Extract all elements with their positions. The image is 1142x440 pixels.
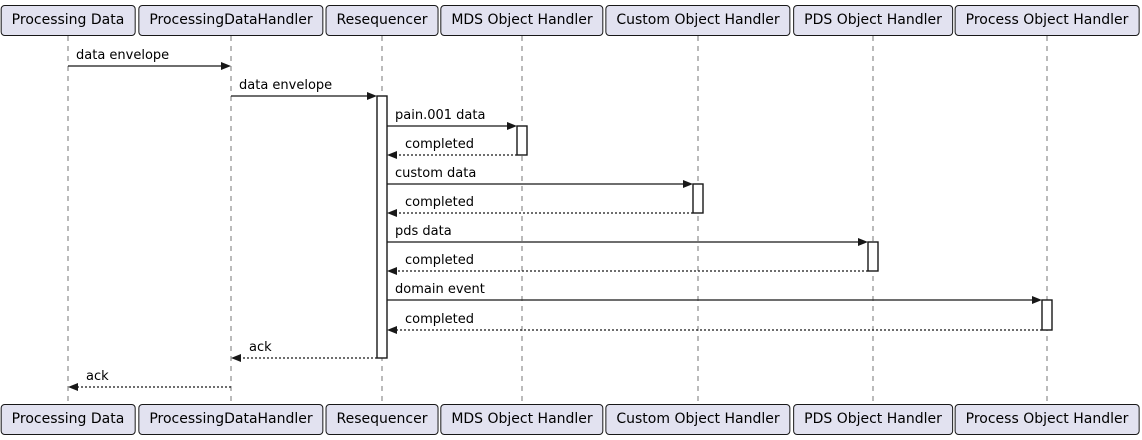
message-label: data envelope — [239, 78, 333, 93]
arrowhead-icon — [221, 62, 231, 70]
message-label: completed — [405, 137, 474, 152]
participant-top-mds-object-handler: MDS Object Handler — [440, 5, 604, 36]
participant-bottom-process-object-handler: Process Object Handler — [954, 404, 1140, 435]
message-label: pds data — [395, 224, 452, 239]
message-label: custom data — [395, 166, 477, 181]
activation-process-object-handler — [1041, 299, 1053, 331]
participant-top-resequencer: Resequencer — [325, 5, 439, 36]
message-label: ack — [86, 369, 109, 384]
participant-top-pds-object-handler: PDS Object Handler — [793, 5, 953, 36]
message-label: completed — [405, 312, 474, 327]
activation-mds-object-handler — [516, 125, 528, 156]
message-label: completed — [405, 195, 474, 210]
participant-bottom-resequencer: Resequencer — [325, 404, 439, 435]
participant-bottom-custom-object-handler: Custom Object Handler — [605, 404, 791, 435]
arrowhead-icon — [1032, 296, 1042, 304]
participant-top-processing-data-handler: ProcessingDataHandler — [138, 5, 324, 36]
arrowhead-icon — [68, 383, 78, 391]
participant-bottom-processing-data-handler: ProcessingDataHandler — [138, 404, 324, 435]
activation-pds-object-handler — [867, 241, 879, 272]
arrowhead-icon — [387, 151, 397, 159]
participant-top-processing-data: Processing Data — [0, 5, 136, 36]
arrowhead-icon — [683, 180, 693, 188]
participant-bottom-mds-object-handler: MDS Object Handler — [440, 404, 604, 435]
arrowhead-icon — [387, 267, 397, 275]
arrowhead-icon — [507, 122, 517, 130]
arrowhead-icon — [858, 238, 868, 246]
participant-bottom-processing-data: Processing Data — [0, 404, 136, 435]
activation-resequencer — [376, 95, 388, 359]
participant-top-custom-object-handler: Custom Object Handler — [605, 5, 791, 36]
arrowhead-icon — [231, 354, 241, 362]
message-label: pain.001 data — [395, 108, 486, 123]
message-label: domain event — [395, 282, 485, 297]
participant-top-process-object-handler: Process Object Handler — [954, 5, 1140, 36]
participant-bottom-pds-object-handler: PDS Object Handler — [793, 404, 953, 435]
arrowhead-icon — [387, 326, 397, 334]
message-label: data envelope — [76, 48, 170, 63]
message-label: completed — [405, 253, 474, 268]
activation-custom-object-handler — [692, 183, 704, 214]
arrowhead-icon — [367, 92, 377, 100]
arrowhead-icon — [387, 209, 397, 217]
message-label: ack — [249, 340, 272, 355]
